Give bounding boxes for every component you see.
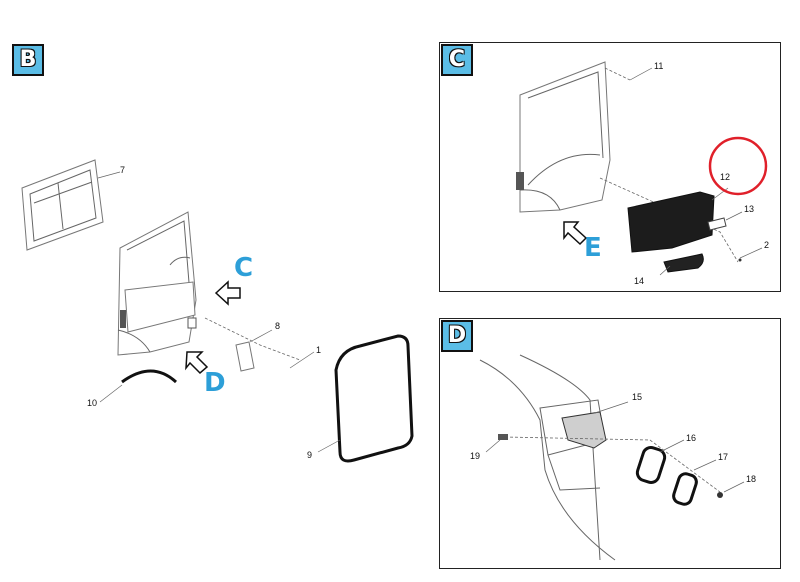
part-number: 17 — [718, 452, 729, 462]
door-frame — [117, 211, 197, 356]
section-badge-d: D — [441, 320, 473, 352]
callout-d: D — [204, 368, 226, 398]
callout-e: E — [584, 233, 602, 263]
door-trim-panel — [627, 191, 715, 253]
window-seal — [334, 334, 414, 463]
door-check-strap — [561, 411, 607, 449]
part-number: 15 — [632, 392, 643, 402]
arrow-c — [214, 280, 241, 306]
arrow-d — [185, 351, 209, 375]
door-seal-lower — [121, 369, 178, 384]
screw-18 — [717, 492, 723, 498]
part-number: 14 — [634, 276, 645, 286]
part-number: 18 — [746, 474, 757, 484]
part-number: 10 — [87, 398, 98, 408]
part-number: 1 — [316, 345, 322, 355]
part-number: 19 — [470, 451, 481, 461]
grommet-16 — [635, 446, 667, 484]
clip-13 — [707, 217, 727, 231]
callout-c: C — [234, 253, 254, 283]
part-number: 12 — [720, 172, 731, 182]
door-lower-detail — [479, 354, 616, 561]
part-number: 8 — [275, 321, 281, 331]
part-number: 16 — [686, 433, 697, 443]
arrow-e — [563, 221, 588, 246]
part-number: 2 — [764, 240, 770, 250]
cover-plate — [235, 341, 255, 372]
highlight-circle — [708, 136, 768, 196]
pull-handle — [663, 253, 704, 273]
grommet-17 — [672, 472, 698, 506]
part-number: 11 — [654, 61, 664, 71]
section-badge-b: B — [12, 44, 44, 76]
panel-c — [439, 42, 781, 292]
part-number: 9 — [307, 450, 313, 460]
door-frame-c — [516, 61, 611, 213]
window-glass — [21, 159, 104, 251]
bolt-19 — [498, 434, 508, 440]
part-number: 13 — [744, 204, 755, 214]
section-badge-c: C — [441, 44, 473, 76]
part-number: 7 — [120, 165, 126, 175]
